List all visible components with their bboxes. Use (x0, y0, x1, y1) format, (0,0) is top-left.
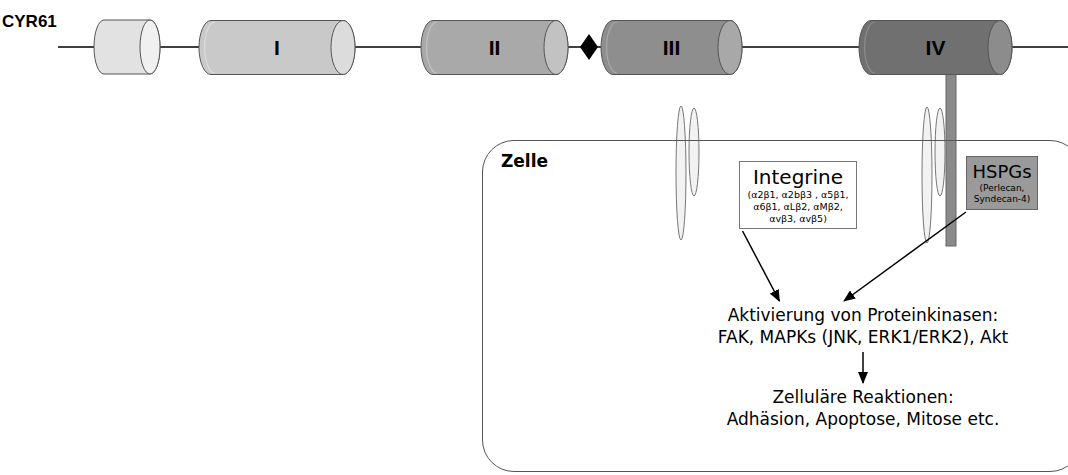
integrin-pair (676, 106, 699, 240)
node-text: Zelluläre Reaktionen: (673, 386, 1053, 408)
cell-region: ZelleIntegrine(α2β1, α2bβ3 , α5β1, α6β1,… (482, 140, 1068, 472)
node-text: (Perlecan, Syndecan-4) (970, 183, 1034, 205)
domain-cylinder: II (420, 20, 569, 75)
integrin-box: Integrine(α2β1, α2bβ3 , α5β1, α6β1, αLβ2… (739, 161, 857, 229)
node-text: (α2β1, α2bβ3 , α5β1, α6β1, αLβ2, αMβ2, α… (744, 189, 852, 225)
protein-name: CYR61 (2, 12, 57, 32)
domain-cylinder: IV (858, 20, 1013, 75)
signal-arrow (743, 231, 780, 301)
node-text: HSPGs (970, 161, 1034, 183)
node-text: Integrine (744, 165, 852, 189)
domain-cylinder: I (198, 20, 356, 75)
node-text: Adhäsion, Apoptose, Mitose etc. (673, 408, 1053, 430)
kinase-activation: Aktivierung von Proteinkinasen:FAK, MAPK… (673, 302, 1053, 350)
cellular-response: Zelluläre Reaktionen:Adhäsion, Apoptose,… (673, 384, 1053, 432)
hspg-box: HSPGs(Perlecan, Syndecan-4) (966, 156, 1038, 210)
n-terminal-cylinder (94, 20, 160, 74)
node-text: I (274, 35, 280, 61)
cleavage-diamond (580, 34, 598, 60)
domain-cylinder: III (600, 20, 743, 75)
node-text: FAK, MAPKs (JNK, ERK1/ERK2), Akt (673, 326, 1053, 348)
node-text: III (663, 35, 681, 61)
node-text: IV (926, 35, 946, 61)
node-text: Aktivierung von Proteinkinasen: (673, 304, 1053, 326)
node-text: II (489, 35, 501, 61)
signal-arrow (844, 212, 966, 301)
integrin-pair (922, 107, 945, 243)
signal-arrow (862, 352, 864, 383)
